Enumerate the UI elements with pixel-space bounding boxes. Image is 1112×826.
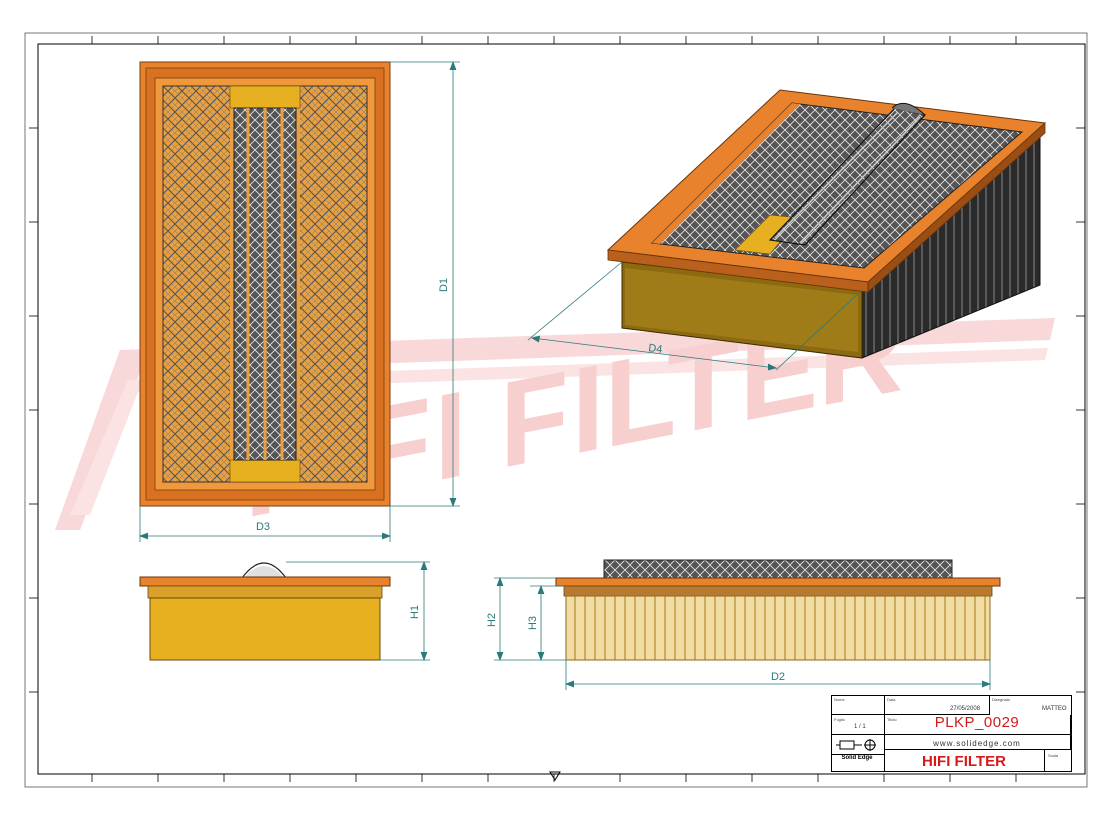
label-name: Nome (834, 697, 845, 702)
dimension-label-d1: D1 (438, 278, 450, 292)
dimension-label-h2: H2 (486, 613, 498, 627)
dimension-label-h3: H3 (527, 616, 539, 630)
brand-name: HIFI FILTER (922, 753, 1006, 770)
title-block: Nome Data Disegnato 27/05/2008 MATTEO Fo… (831, 695, 1072, 772)
dimension-d1 (390, 60, 460, 508)
dimension-d4 (527, 261, 863, 371)
author-value: MATTEO (1042, 706, 1067, 712)
sheet-value: 1 / 1 (854, 724, 866, 730)
label-designed: Disegnato (992, 697, 1011, 702)
label-date: Data (887, 697, 896, 702)
dimension-label-d2: D2 (771, 671, 785, 683)
sheet-border-ticks (29, 36, 1085, 782)
top-view (139, 61, 391, 507)
dimension-d3 (138, 506, 392, 542)
label-sheet: Foglio (834, 717, 845, 722)
dimension-h1 (286, 560, 430, 662)
dimension-d2 (564, 660, 992, 690)
isometric-view (606, 89, 1047, 359)
dimension-label-h1: H1 (409, 605, 421, 619)
dimension-label-d3: D3 (256, 521, 270, 533)
part-code: PLKP_0029 (934, 714, 1020, 731)
software-label: Solid Edge (841, 755, 873, 761)
website-link[interactable]: www.solidedge.com (933, 739, 1021, 748)
label-scale: Scala (1048, 753, 1059, 758)
solid-edge-logo-icon (836, 739, 876, 751)
center-mark-icon (549, 771, 561, 781)
dimension-h2-h3 (494, 576, 566, 662)
side-view-left (139, 562, 391, 661)
label-title: Titolo (887, 717, 897, 722)
front-view (555, 559, 1001, 661)
date-value: 27/05/2008 (950, 706, 981, 712)
dimension-label-d4: D4 (648, 342, 663, 356)
